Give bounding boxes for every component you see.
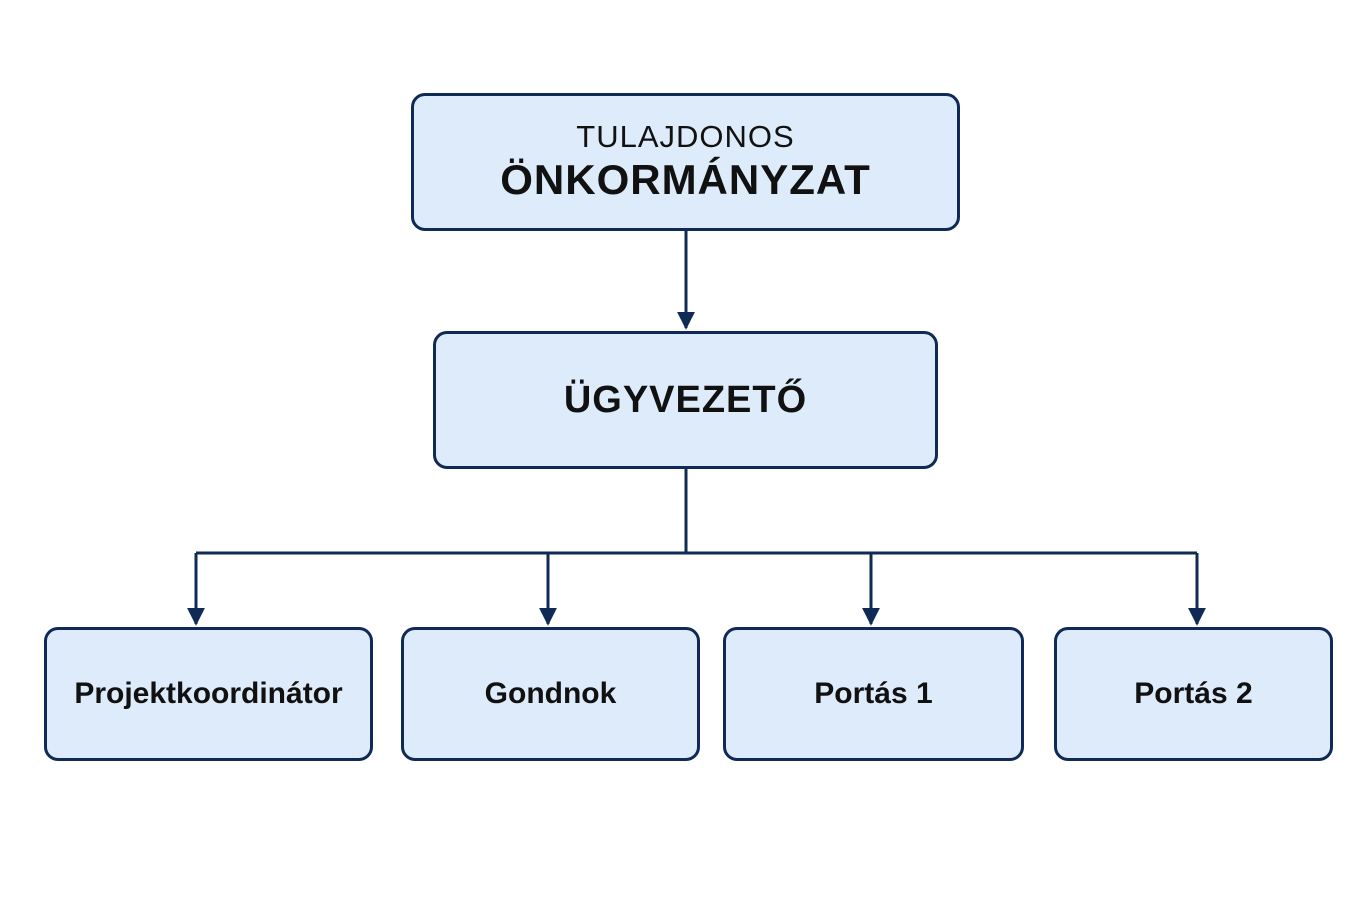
manager-box: ÜGYVEZETŐ [433, 331, 938, 469]
staff-label-portas-1: Portás 1 [814, 677, 933, 710]
owner-title: ÖNKORMÁNYZAT [500, 156, 871, 203]
staff-box-portas-2: Portás 2 [1054, 627, 1333, 761]
manager-label: ÜGYVEZETŐ [563, 378, 808, 421]
staff-label-gondnok: Gondnok [484, 677, 617, 710]
staff-box-portas-1: Portás 1 [723, 627, 1024, 761]
staff-label-portas-2: Portás 2 [1134, 677, 1253, 710]
owner-box: TULAJDONOS ÖNKORMÁNYZAT [411, 93, 960, 231]
staff-box-gondnok: Gondnok [401, 627, 700, 761]
owner-subtitle: TULAJDONOS [576, 119, 795, 154]
staff-label-projektkoordinator: Projektkoordinátor [74, 677, 343, 710]
staff-box-projektkoordinator: Projektkoordinátor [44, 627, 373, 761]
